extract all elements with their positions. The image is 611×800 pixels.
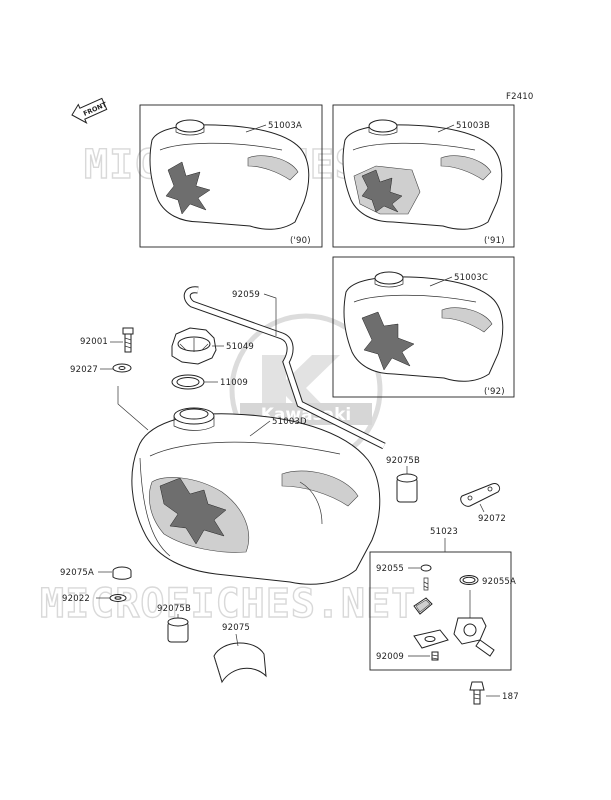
label-92022: 92022 — [62, 594, 90, 604]
label-51003c: 51003C — [454, 273, 488, 283]
label-92059: 92059 — [232, 290, 260, 300]
variant-box-1991: 51003B ('91) — [332, 104, 515, 248]
year-1991: ('91) — [484, 236, 505, 246]
fuel-tap-body — [453, 590, 495, 657]
label-51049: 51049 — [226, 342, 254, 352]
year-1990: ('90) — [290, 236, 311, 246]
gasket-plate — [413, 629, 449, 649]
fuel-tank-1990-drawing — [149, 119, 310, 230]
main-fuel-tank — [131, 407, 381, 585]
label-11009: 11009 — [220, 378, 248, 388]
variant-box-1992: 51003C ('92) — [332, 256, 515, 398]
fuel-tap-assembly-box: 51023 92055 92055A — [369, 527, 516, 671]
screw-92009 — [431, 651, 439, 661]
cushion-92075 — [213, 642, 267, 684]
year-1992: ('92) — [484, 387, 505, 397]
watermark-text-bottom: MICROFICHES.NET — [40, 581, 416, 627]
label-92055: 92055 — [376, 564, 404, 574]
washer-92022 — [109, 594, 127, 602]
o-ring-92055a — [459, 575, 479, 585]
bolt-92001 — [122, 327, 134, 353]
label-92009: 92009 — [376, 652, 404, 662]
label-92075b-right: 92075B — [386, 456, 420, 466]
filter-screen — [413, 597, 433, 615]
breather-hose — [183, 286, 386, 450]
bolt-187 — [469, 681, 485, 705]
fuel-tank-1991-drawing — [342, 119, 503, 230]
label-92055a: 92055A — [482, 577, 516, 587]
fuel-cap — [171, 327, 217, 365]
label-51003b: 51003B — [456, 121, 490, 131]
label-92075: 92075 — [222, 623, 250, 633]
rubber-damper-92027 — [112, 363, 132, 373]
fuel-tank-1992-drawing — [343, 271, 504, 382]
spacer-92075b-right — [396, 473, 418, 503]
label-92075b-left: 92075B — [157, 604, 191, 614]
damper-92075a — [112, 566, 132, 580]
front-direction-badge: FRONT — [71, 97, 109, 124]
label-92001: 92001 — [80, 337, 108, 347]
bracket-92072 — [460, 483, 501, 507]
label-51003d: 51003D — [272, 417, 307, 427]
figure-id: F2410 — [506, 92, 534, 102]
spacer-92075b-left — [167, 617, 189, 643]
variant-box-1990: 51003A ('90) — [139, 104, 323, 248]
label-92072: 92072 — [478, 514, 506, 524]
o-ring-92055 — [420, 564, 432, 591]
label-92027: 92027 — [70, 365, 98, 375]
label-51003a: 51003A — [268, 121, 302, 131]
front-arrow-icon — [71, 97, 108, 124]
label-187: 187 — [502, 692, 519, 702]
cap-gasket — [171, 374, 205, 390]
label-92075a: 92075A — [60, 568, 94, 578]
label-51023: 51023 — [430, 527, 458, 537]
